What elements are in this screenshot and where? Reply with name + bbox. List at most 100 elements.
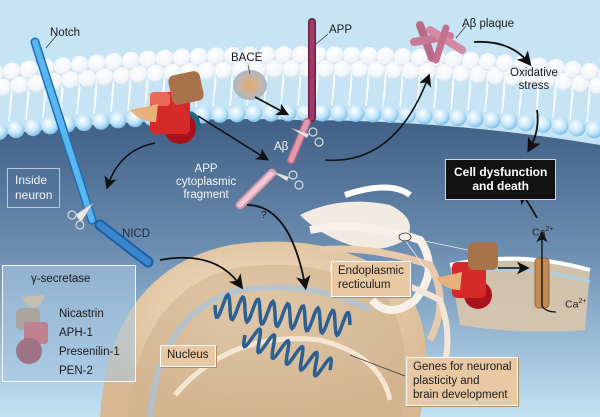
lipid-tail [127, 82, 132, 111]
bace-enzyme [233, 70, 267, 100]
app-fragment-line: cytoplasmic [176, 176, 237, 189]
lipid-head [28, 74, 46, 93]
lipid-head [462, 51, 480, 70]
cell-dysfunction-box: Cell dysfunction and death [445, 159, 557, 200]
cell-dysfunction-line: and death [472, 179, 529, 194]
calcium-channel [534, 230, 557, 313]
lipid-head [377, 47, 395, 66]
lipid-head [266, 60, 284, 79]
lipid-head [105, 52, 123, 71]
lipid-head [504, 68, 522, 87]
lipid-head [411, 48, 429, 67]
lipid-head-inner [534, 115, 552, 133]
notch-receptor [30, 37, 97, 225]
lipid-tail [212, 78, 217, 107]
calcium-charge: 2+ [578, 298, 587, 305]
lipid-head [11, 76, 29, 95]
app-fragment-label: APP cytoplasmic fragment [176, 163, 236, 203]
lipid-tail [365, 77, 370, 107]
lipid-tail [450, 81, 455, 110]
app-label: APP [329, 24, 353, 36]
abeta-peptide-highlight [288, 119, 310, 163]
question-mark-label: ? [261, 210, 267, 221]
lipid-head [207, 47, 225, 66]
calcium-ion-label-lower: Ca2+ [565, 298, 586, 311]
lipid-head [224, 46, 242, 65]
lipid-head-inner [24, 119, 42, 137]
lipid-tail [433, 80, 438, 109]
lipid-head [3, 62, 21, 81]
app-leader-line [315, 33, 329, 45]
er-line: Endoplasmic [338, 265, 404, 277]
gamma-secretase-legend: γ-secretase Nicastrin APH-1 Presenilin-1… [2, 265, 136, 382]
lipid-head-inner [517, 114, 535, 132]
lipid-tail [76, 86, 81, 115]
lipid-head [275, 46, 293, 65]
lipid-head-inner [568, 119, 586, 137]
lipid-head-inner [364, 105, 382, 123]
bace-arrow [254, 96, 290, 116]
abeta-plaque [410, 21, 466, 64]
lipid-head-inner [449, 109, 467, 127]
lipid-head [394, 48, 412, 67]
lipid-tail [229, 77, 234, 106]
lipid-tail [484, 84, 489, 113]
lipid-tail [110, 83, 115, 112]
lipid-tail [552, 90, 557, 119]
lipid-tail [569, 91, 574, 120]
lipid-tail [586, 93, 591, 122]
app-fragment-line: APP [194, 163, 218, 175]
lipid-tail [144, 81, 149, 110]
lipid-head-inner [7, 121, 25, 139]
gamma-to-notch-arrow [104, 142, 156, 190]
lipid-tail [297, 76, 302, 106]
fragment-highlight [237, 170, 275, 208]
fragment-to-nucleus-arrow [246, 204, 311, 291]
plaque-to-stress-arrow [473, 40, 532, 67]
lipid-head [436, 63, 454, 82]
endoplasmic-reticulum-label: Endoplasmic recticulum [331, 261, 411, 297]
lipid-head [453, 64, 471, 83]
lipid-head [79, 69, 97, 88]
lipid-tail [331, 77, 336, 106]
lipid-head [156, 49, 174, 68]
lipid-head [360, 46, 378, 65]
oxidative-stress-label: Oxidative stress [510, 67, 558, 93]
lipid-head-inner [41, 117, 59, 135]
lipid-head-inner [415, 107, 433, 125]
lipid-head [326, 46, 344, 65]
lipid-head [0, 78, 12, 97]
oxidative-line: Oxidative [510, 67, 558, 79]
lipid-tail [280, 76, 285, 106]
lipid-head-inner [500, 112, 518, 130]
lipid-head-inner [466, 110, 484, 128]
scissors-icon [270, 170, 304, 190]
lipid-tail [467, 82, 472, 111]
scissors-icon [290, 127, 324, 147]
lipid-head-inner [0, 123, 8, 141]
er-line: recticulum [338, 278, 391, 291]
lipid-tail [399, 79, 404, 108]
lipid-head [538, 71, 556, 90]
lipid-head [589, 76, 600, 95]
lipid-head-inner [330, 104, 348, 122]
lipid-head [402, 62, 420, 81]
lipid-head [368, 60, 386, 79]
lipid-tail [382, 78, 387, 107]
lipid-head [496, 54, 514, 73]
notch-leader-line [45, 35, 57, 49]
er-gamma-secretase [436, 242, 498, 309]
lipid-head [581, 62, 599, 81]
lipid-head [564, 60, 582, 79]
lipid-head-inner [262, 104, 280, 122]
lipid-head [173, 48, 191, 67]
lipid-head [479, 53, 497, 72]
scissors-icon [67, 202, 94, 230]
lipid-tail [348, 77, 353, 106]
lipid-head [445, 50, 463, 69]
lipid-head-inner [313, 104, 331, 122]
inside-neuron-line: neuron [15, 188, 53, 202]
stress-line: stress [518, 80, 550, 93]
